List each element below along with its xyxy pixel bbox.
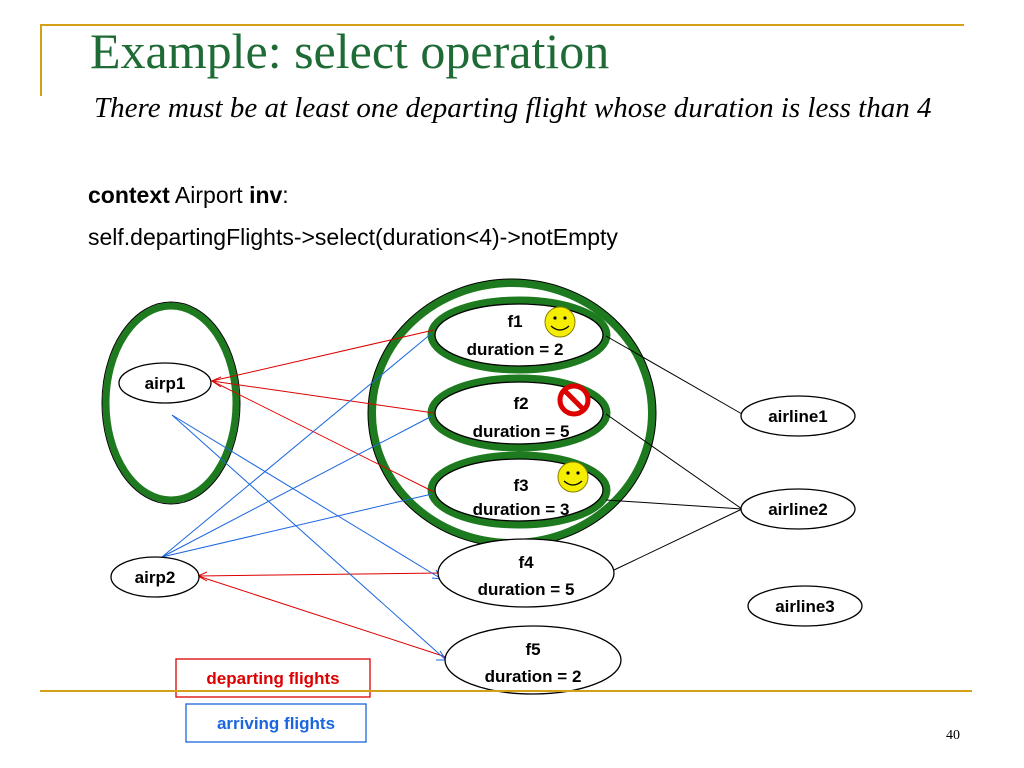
departing-airp1-f1 <box>211 329 435 382</box>
arriving-f4-airp1 <box>171 414 441 579</box>
f1-name: f1 <box>507 312 522 331</box>
f4-name: f4 <box>518 553 534 572</box>
ocl-expression-line: self.departingFlights->select(duration<4… <box>88 224 618 250</box>
link-f3-airline2 <box>605 499 743 510</box>
departing-links <box>196 329 447 658</box>
f1-duration: duration = 2 <box>467 340 564 359</box>
airline-node-airline2[interactable]: airline2 <box>740 488 856 530</box>
airp2-label: airp2 <box>135 568 176 587</box>
link-f2-airline2 <box>605 413 743 510</box>
page-number: 40 <box>946 728 960 743</box>
airport-node-airp1[interactable]: airp1 <box>118 362 212 404</box>
airline3-label: airline3 <box>775 597 835 616</box>
f3-name: f3 <box>513 476 528 495</box>
flight-node-f4[interactable]: f4 duration = 5 <box>437 538 615 608</box>
airport-set-highlight <box>102 302 240 504</box>
arriving-f3-airp2 <box>161 493 433 558</box>
airport-set-highlight-outline <box>101 301 241 505</box>
prohibition-icon <box>557 383 591 417</box>
left-frame-line <box>40 24 42 96</box>
airp1-label: airp1 <box>145 374 186 393</box>
f5-name: f5 <box>525 640 540 659</box>
legend-arriving-label: arriving flights <box>217 714 335 733</box>
smiley-face-icon <box>557 461 589 493</box>
flight-node-f1[interactable]: f1 duration = 2 <box>434 303 604 367</box>
footer-line <box>40 690 972 692</box>
arriving-f1-airp2 <box>161 332 433 558</box>
link-f1-airline1 <box>605 335 743 415</box>
departing-airp2-f5 <box>197 575 447 658</box>
arriving-f5-airp1 <box>171 414 447 661</box>
f3-duration: duration = 3 <box>473 500 570 519</box>
link-f4-airline2 <box>613 508 743 571</box>
airport-node-airp2[interactable]: airp2 <box>110 556 200 598</box>
f1-selection-highlight <box>427 296 611 374</box>
airline2-label: airline2 <box>768 500 828 519</box>
departing-airp1-f3 <box>211 380 435 493</box>
slide-subtitle: There must be at least one departing fli… <box>94 92 932 124</box>
ocl-colon: : <box>282 182 289 208</box>
legend-arriving-flights: arriving flights <box>185 703 367 743</box>
f2-duration: duration = 5 <box>473 422 570 441</box>
departing-airp1-arrow <box>210 376 222 388</box>
airline1-label: airline1 <box>768 407 828 426</box>
top-frame-line <box>40 24 964 26</box>
ocl-context-line: context Airport inv: <box>88 182 289 209</box>
smiley-face-icon <box>544 306 576 338</box>
ocl-context-class: Airport <box>169 182 250 208</box>
f4-duration: duration = 5 <box>478 580 575 599</box>
ocl-context-keyword: context <box>88 182 170 208</box>
arriving-links <box>161 332 447 661</box>
flight-node-f5[interactable]: f5 duration = 2 <box>444 625 622 695</box>
airline-node-airline3[interactable]: airline3 <box>747 585 863 627</box>
airline-links <box>605 335 743 571</box>
slide-title: Example: select operation <box>90 23 610 79</box>
legend-departing-label: departing flights <box>206 669 339 688</box>
f2-name: f2 <box>513 394 528 413</box>
arriving-f2-airp2 <box>161 415 433 558</box>
airline-node-airline1[interactable]: airline1 <box>740 395 856 437</box>
ocl-inv-keyword: inv <box>249 182 283 208</box>
departing-airp1-f2 <box>211 380 435 414</box>
departing-airp2-f4 <box>197 572 441 577</box>
f5-duration: duration = 2 <box>485 667 582 686</box>
